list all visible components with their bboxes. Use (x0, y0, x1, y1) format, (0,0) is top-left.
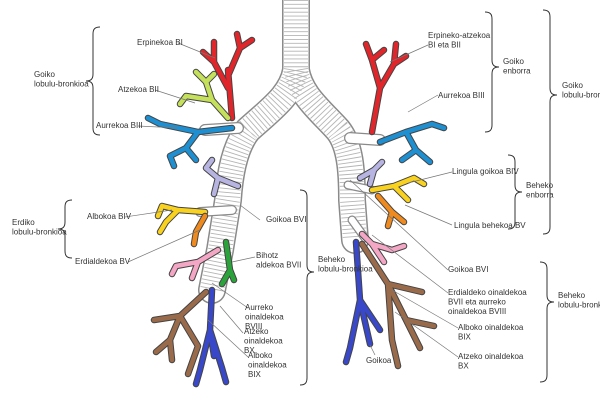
label-r-b4: Albokoa BIV (87, 212, 132, 221)
label-r-b5: Erdialdekoa BV (75, 257, 131, 266)
segment-l-b4 (368, 174, 428, 204)
segment-r-b5 (190, 212, 209, 248)
segment-r-b10 (192, 286, 230, 388)
segment-r-b3 (144, 114, 236, 170)
segment-labels: Erpinekoa BI Atzekoa BII Aurrekoa BIII A… (75, 31, 527, 379)
segment-l-b10 (342, 238, 384, 366)
segment-l-b5 (374, 192, 408, 230)
brace-l-upper-trunk (484, 11, 500, 133)
segment-l-b78 (358, 230, 408, 266)
segment-l-b12 (362, 40, 410, 136)
segment-r-b2 (176, 68, 232, 122)
label-l-b4: Lingula goikoa BIV (452, 167, 519, 176)
label-r-b2: Atzekoa BII (118, 85, 159, 94)
label-l-b3: Aurrekoa BIII (438, 91, 485, 100)
label-l-goikoa: Goikoa (366, 356, 392, 365)
brace-r-upper (85, 26, 101, 136)
leader-lines (124, 42, 459, 358)
segment-r-b1 (199, 30, 256, 122)
label-r-b1: Erpinekoa BI (137, 38, 183, 47)
segment-r-b4 (154, 202, 209, 236)
segment-r-b7 (218, 238, 238, 288)
brace-r-lower (299, 189, 315, 386)
brace-r-middle (57, 199, 73, 259)
segment-l-b9 (358, 240, 438, 370)
brace-l-upper (542, 9, 558, 235)
segment-r-b9 (150, 288, 210, 378)
label-l-b5: Lingula behekoa BV (454, 221, 526, 230)
segment-l-b6 (356, 158, 386, 188)
brace-l-lower-trunk (507, 154, 523, 230)
segment-l-b3 (376, 120, 448, 166)
group-braces (57, 9, 558, 386)
label-r-b3: Aurrekoa BIII (96, 121, 143, 130)
bronchial-segments (144, 30, 448, 388)
label-r-b6: Goikoa BVI (266, 215, 306, 224)
label-l-b6: Goikoa BVI (448, 265, 488, 274)
brace-l-lower (539, 261, 555, 383)
segment-r-b8 (168, 246, 222, 282)
segment-r-b6 (202, 156, 242, 198)
